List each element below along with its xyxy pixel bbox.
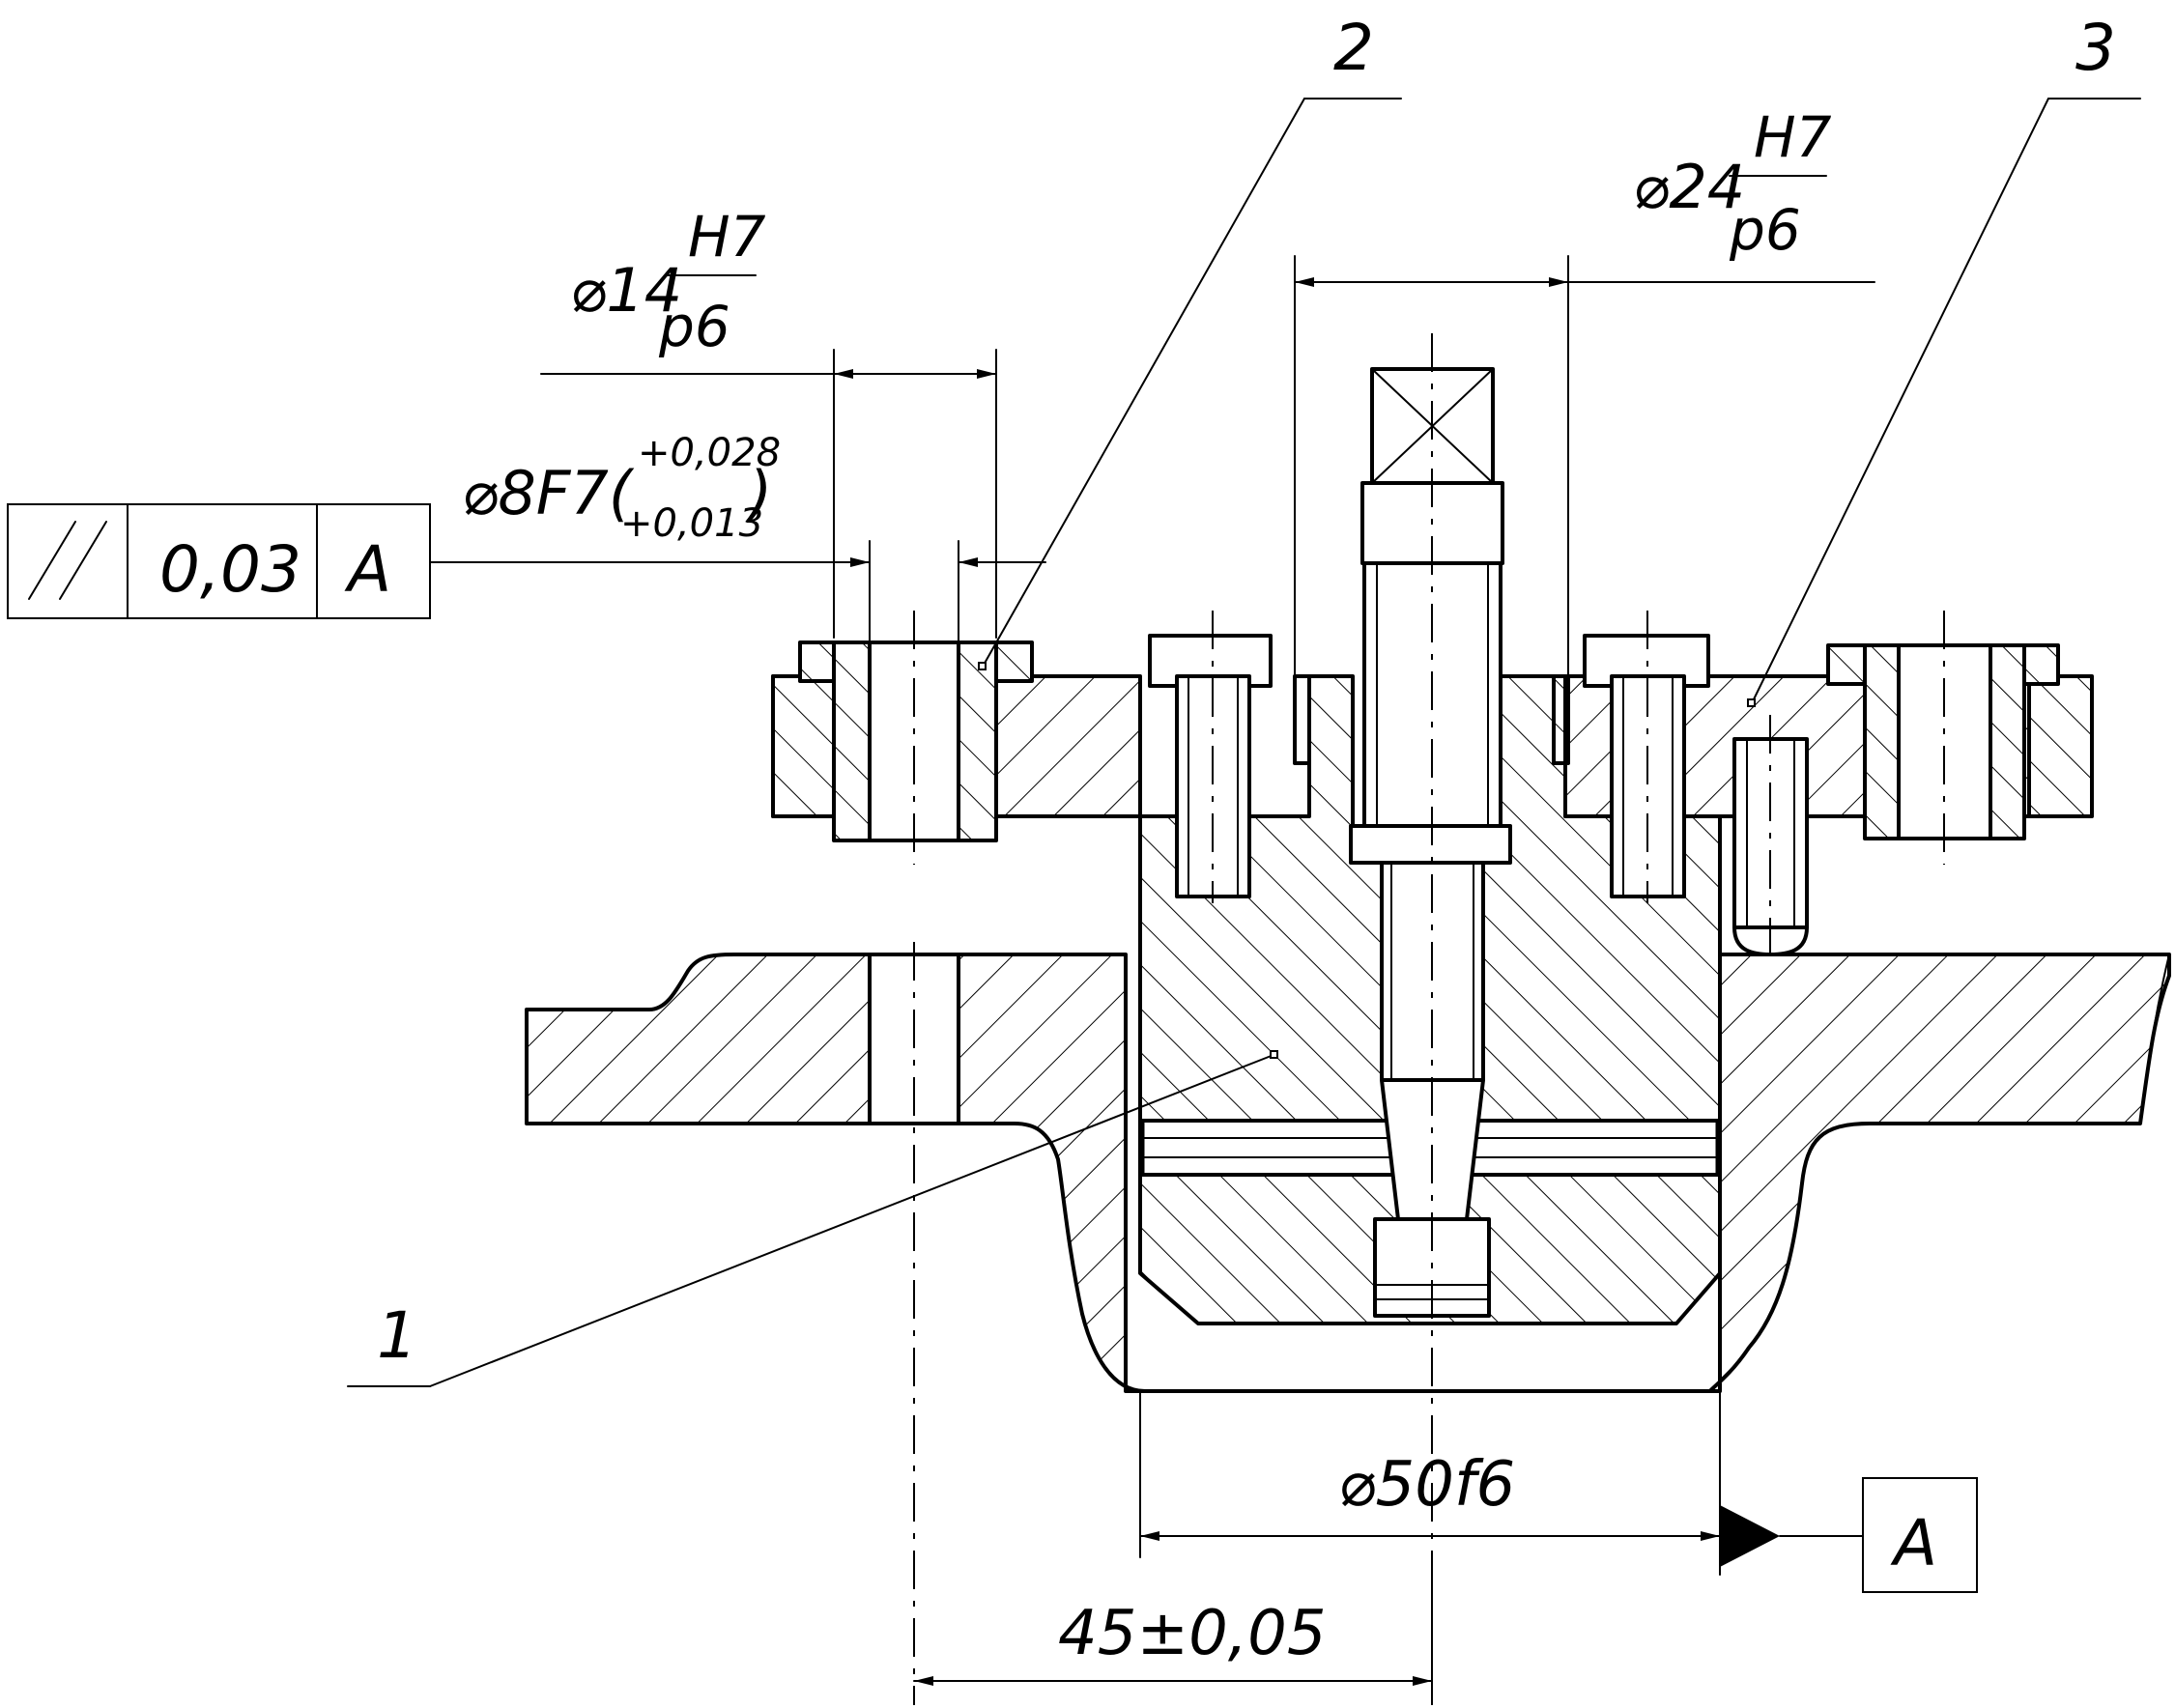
dim-d14-prefix: ⌀14 <box>570 255 682 326</box>
callout-1: 1 <box>347 1050 1278 1387</box>
dim-d14-denominator: p6 <box>658 294 730 359</box>
dim-d14-numerator: H7 <box>688 204 766 270</box>
shaft-ring <box>1349 824 1512 865</box>
datum-label: A <box>1890 1506 1937 1580</box>
callout-1-label: 1 <box>377 1298 417 1373</box>
fcf-datum: A <box>344 532 391 607</box>
datum-box <box>1862 1477 1978 1593</box>
bushing-left-bore <box>868 640 960 842</box>
break-line-right <box>2139 954 2170 1124</box>
datum-triangle <box>1720 1505 1780 1567</box>
dim-d8-upper: +0,028 <box>638 431 781 475</box>
fcf-tolerance: 0,03 <box>159 532 301 607</box>
callout-2: 2 <box>978 11 1402 670</box>
dim-d8-lower: +0,013 <box>620 501 763 546</box>
plate-end-left <box>771 674 838 818</box>
dim-d8-main: ⌀8F7( <box>462 458 635 528</box>
dim-d24-prefix: ⌀24 <box>1633 152 1745 222</box>
dim-d50: ⌀50f6 <box>1338 1449 1515 1521</box>
callout-3: 3 <box>1747 11 2141 707</box>
bushing-right-bore <box>1897 643 1992 840</box>
feature-control-frame: 0,03 A <box>7 503 431 619</box>
callout-3-label: 3 <box>2075 11 2116 85</box>
dim-45: 45±0,05 <box>1058 1598 1327 1669</box>
dim-d24-denominator: p6 <box>1729 197 1801 263</box>
dim-d24-numerator: H7 <box>1754 104 1832 170</box>
callout-2-label: 2 <box>1333 11 1374 85</box>
plate-end-right <box>2027 674 2094 818</box>
dim-d8-close: ) <box>745 458 772 528</box>
